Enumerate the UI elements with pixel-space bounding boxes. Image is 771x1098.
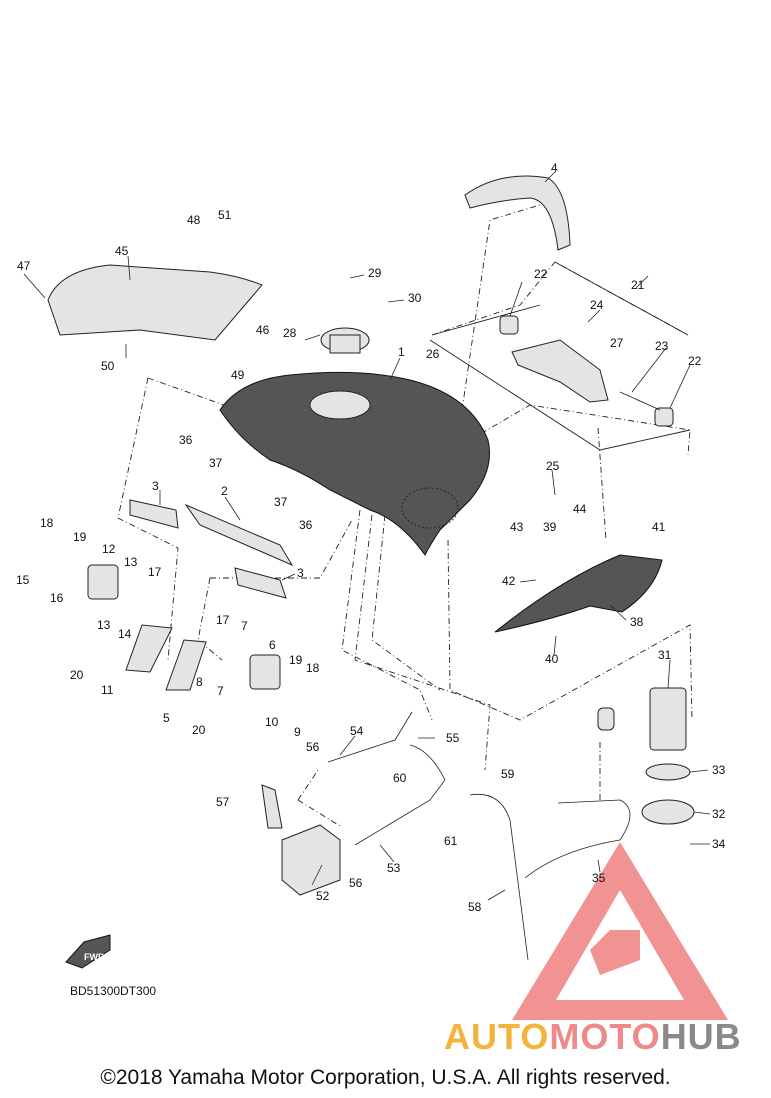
part-21-bracket <box>499 315 674 427</box>
callout-40: 40 <box>545 652 559 666</box>
callout-45: 45 <box>115 244 129 258</box>
callout-28: 28 <box>283 326 297 340</box>
callout-18b: 18 <box>306 661 320 675</box>
callout-46: 46 <box>256 323 270 337</box>
callout-19a: 19 <box>73 530 87 544</box>
watermark-part-auto: AUTO <box>444 1016 550 1057</box>
callout-13b: 13 <box>97 618 111 632</box>
part-canister <box>261 784 341 896</box>
part-mount-left <box>87 564 281 691</box>
part-fuel-pump <box>597 687 695 825</box>
callout-labels: 1 2 3 3 4 5 6 7 7 8 9 10 11 12 13 13 14 … <box>16 161 726 914</box>
part-tank-cap <box>320 327 370 354</box>
callout-31: 31 <box>658 648 672 662</box>
callout-19b: 19 <box>289 653 303 667</box>
callout-51: 51 <box>218 208 232 222</box>
callout-3a: 3 <box>152 479 159 493</box>
fwd-arrow: FWD <box>65 934 111 969</box>
callout-36a: 36 <box>179 433 193 447</box>
part-side-cover-right <box>494 554 663 633</box>
callout-8: 8 <box>196 675 203 689</box>
callout-53: 53 <box>387 861 401 875</box>
callout-30: 30 <box>408 291 422 305</box>
callout-9: 9 <box>294 725 301 739</box>
watermark-part-moto: MOTO <box>549 1016 661 1057</box>
callout-26: 26 <box>426 347 440 361</box>
callout-5: 5 <box>163 711 170 725</box>
callout-58: 58 <box>468 900 482 914</box>
callout-24: 24 <box>590 298 604 312</box>
callout-1: 1 <box>398 345 405 359</box>
callout-4: 4 <box>551 161 558 175</box>
fwd-label: FWD <box>84 952 105 962</box>
callout-47: 47 <box>17 259 31 273</box>
callout-29: 29 <box>368 266 382 280</box>
callout-39: 39 <box>543 520 557 534</box>
part-hoses <box>327 711 631 961</box>
callout-48: 48 <box>187 213 201 227</box>
callout-2: 2 <box>221 484 228 498</box>
callout-57: 57 <box>216 795 230 809</box>
callout-49: 49 <box>231 368 245 382</box>
callout-32: 32 <box>712 807 726 821</box>
callout-3b: 3 <box>297 566 304 580</box>
callout-61: 61 <box>444 834 458 848</box>
callout-22a: 22 <box>534 267 548 281</box>
callout-7b: 7 <box>217 684 224 698</box>
callout-54: 54 <box>350 724 364 738</box>
callout-15: 15 <box>16 573 30 587</box>
callout-43: 43 <box>510 520 524 534</box>
callout-18a: 18 <box>40 516 54 530</box>
callout-17b: 17 <box>216 613 230 627</box>
callout-10: 10 <box>265 715 279 729</box>
part-pads-2-3 <box>129 499 294 599</box>
callout-11: 11 <box>101 683 114 697</box>
callout-56a: 56 <box>306 740 320 754</box>
watermark-logo-triangle <box>512 842 728 1020</box>
callout-21: 21 <box>631 278 645 292</box>
callout-44: 44 <box>573 502 587 516</box>
callout-56b: 56 <box>349 876 363 890</box>
callout-38: 38 <box>630 615 644 629</box>
callout-41: 41 <box>652 520 666 534</box>
callout-20a: 20 <box>70 668 84 682</box>
callout-35: 35 <box>592 871 606 885</box>
callout-6: 6 <box>269 638 276 652</box>
callout-20b: 20 <box>192 723 206 737</box>
callout-25: 25 <box>546 459 560 473</box>
callout-14: 14 <box>118 627 132 641</box>
diagram-code: BD51300DT300 <box>70 984 157 998</box>
callout-37b: 37 <box>274 495 288 509</box>
watermark-part-hub: HUB <box>660 1016 742 1057</box>
part-4-trim <box>464 175 571 251</box>
callout-37a: 37 <box>209 456 223 470</box>
leader-lines <box>23 171 711 901</box>
callout-22b: 22 <box>688 354 702 368</box>
part-side-cover-left <box>47 264 263 341</box>
callout-50: 50 <box>101 359 115 373</box>
callout-52: 52 <box>316 889 330 903</box>
part-fuel-tank <box>219 371 491 556</box>
callout-7a: 7 <box>241 619 248 633</box>
callout-13a: 13 <box>124 555 138 569</box>
callout-12: 12 <box>102 542 116 556</box>
watermark-text: AUTOMOTOHUB <box>444 1016 742 1058</box>
callout-17a: 17 <box>148 565 162 579</box>
callout-59: 59 <box>501 767 515 781</box>
callout-55: 55 <box>446 731 460 745</box>
copyright-notice: ©2018 Yamaha Motor Corporation, U.S.A. A… <box>100 1066 671 1089</box>
callout-36b: 36 <box>299 518 313 532</box>
assembly-frames <box>117 204 693 827</box>
callout-23: 23 <box>655 339 669 353</box>
callout-33: 33 <box>712 763 726 777</box>
callout-27: 27 <box>610 336 624 350</box>
callout-42: 42 <box>502 574 516 588</box>
callout-34: 34 <box>712 837 726 851</box>
callout-16: 16 <box>50 591 64 605</box>
callout-60: 60 <box>393 771 407 785</box>
